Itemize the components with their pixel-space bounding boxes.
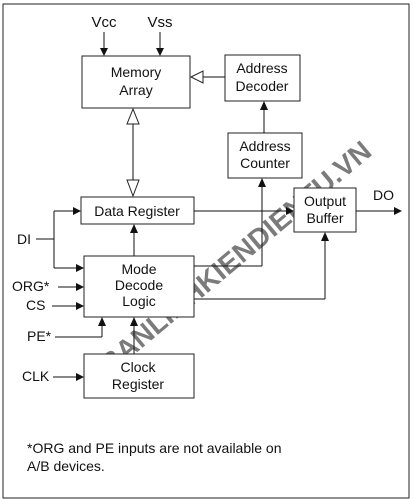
clock-to-mode-connection <box>130 317 138 354</box>
vcc-connection <box>100 32 108 56</box>
org-connection <box>58 283 84 291</box>
data-register-to-output-connection <box>194 207 294 215</box>
pin-di: DI <box>17 231 31 247</box>
cs-connection <box>52 302 84 310</box>
clock-register-label-1: Clock <box>120 359 156 375</box>
memory-array-block: Memory Array <box>81 55 191 109</box>
pin-org: ORG* <box>12 278 50 294</box>
pin-vss: Vss <box>147 14 172 31</box>
to-address-counter-connection <box>194 178 266 267</box>
footnote-line-1: *ORG and PE inputs are not available on <box>27 440 282 456</box>
pin-vcc: Vcc <box>91 14 117 31</box>
di-connection <box>36 207 84 272</box>
mode-decode-label-1: Mode <box>121 261 156 277</box>
footnote-line-2: A/B devices. <box>27 458 105 474</box>
memory-array-label-2: Array <box>119 82 152 98</box>
address-decoder-label-1: Address <box>236 60 287 76</box>
mode-decode-label-2: Decode <box>115 277 163 293</box>
mode-to-output-buffer-connection <box>194 232 329 300</box>
diagram-frame <box>2 3 410 499</box>
output-to-do-connection <box>356 207 402 215</box>
pin-clk: CLK <box>22 368 50 384</box>
mode-to-data-register-connection <box>130 224 138 256</box>
pin-cs: CS <box>26 297 45 313</box>
address-counter-label-2: Counter <box>240 155 290 171</box>
vss-connection <box>156 32 164 56</box>
output-buffer-label-2: Buffer <box>306 210 343 226</box>
address-decoder-block: Address Decoder <box>224 54 301 102</box>
mode-decode-label-3: Logic <box>122 293 155 309</box>
counter-to-decoder-connection <box>260 101 268 133</box>
pin-pe: PE* <box>27 328 52 344</box>
clock-register-block: Clock Register <box>83 353 195 399</box>
memory-data-register-bus <box>126 107 140 198</box>
data-register-label: Data Register <box>94 203 180 219</box>
clock-register-label-2: Register <box>112 376 164 392</box>
pe-connection <box>55 317 106 338</box>
pin-do: DO <box>373 187 394 203</box>
decoder-to-memory-connection <box>189 70 225 84</box>
output-buffer-block: Output Buffer <box>293 187 357 233</box>
mode-decode-logic-block: Mode Decode Logic <box>83 255 195 318</box>
address-decoder-label-2: Decoder <box>236 78 289 94</box>
clk-connection <box>53 373 84 381</box>
memory-array-label-1: Memory <box>111 64 162 80</box>
address-counter-block: Address Counter <box>227 132 303 179</box>
output-buffer-label-1: Output <box>304 193 346 209</box>
address-counter-label-1: Address <box>239 138 290 154</box>
data-register-block: Data Register <box>80 196 195 225</box>
